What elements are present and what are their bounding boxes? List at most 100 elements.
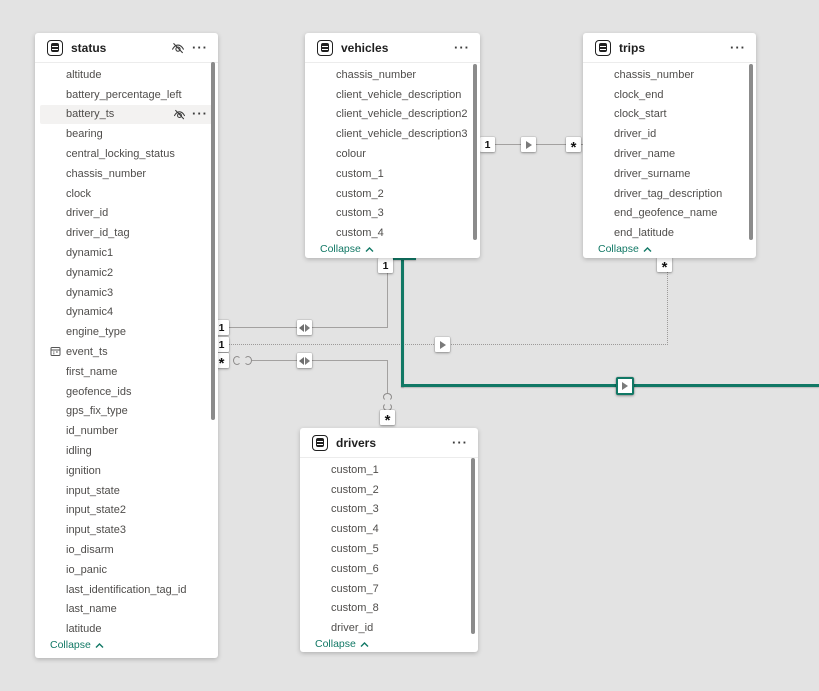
more-options-icon[interactable] [454, 43, 470, 53]
cardinality-many[interactable]: * [380, 410, 395, 428]
field-row-geofence_ids[interactable]: geofence_ids [35, 382, 218, 402]
field-row-latitude[interactable]: latitude [35, 619, 218, 639]
field-row-custom_6[interactable]: custom_6 [300, 559, 478, 579]
collapse-label: Collapse [598, 243, 639, 256]
field-row-driver_surname[interactable]: driver_surname [583, 164, 756, 184]
cardinality-one[interactable]: 1 [378, 258, 393, 273]
table-card-status[interactable]: status altitude battery_percentage_leftba… [35, 33, 218, 658]
field-row-engine_type[interactable]: engine_type [35, 322, 218, 342]
field-row-custom_1[interactable]: custom_1 [305, 164, 480, 184]
field-row-gps_fix_type[interactable]: gps_fix_type [35, 402, 218, 422]
scrollbar[interactable] [749, 64, 753, 240]
field-row-id_number[interactable]: id_number [35, 421, 218, 441]
field-row-driver_id[interactable]: driver_id [35, 204, 218, 224]
eye-slash-icon[interactable] [171, 41, 185, 55]
field-row-battery_percentage_left[interactable]: battery_percentage_left [35, 85, 218, 105]
field-row-custom_5[interactable]: custom_5 [300, 539, 478, 559]
cardinality-many[interactable]: * [657, 257, 672, 275]
field-row-first_name[interactable]: first_name [35, 362, 218, 382]
field-row-dynamic3[interactable]: dynamic3 [35, 283, 218, 303]
field-row-clock[interactable]: clock [35, 184, 218, 204]
more-options-icon[interactable] [452, 438, 468, 448]
field-row-client_vehicle_description[interactable]: client_vehicle_description [305, 85, 480, 105]
cross-filter-single-icon[interactable] [521, 137, 536, 152]
field-row-dynamic2[interactable]: dynamic2 [35, 263, 218, 283]
field-row-dynamic1[interactable]: dynamic1 [35, 243, 218, 263]
cross-filter-single-icon-selected[interactable] [616, 377, 634, 395]
cross-filter-single-icon[interactable] [435, 337, 450, 352]
field-row-last_name[interactable]: last_name [35, 600, 218, 620]
field-row-driver_id_tag[interactable]: driver_id_tag [35, 223, 218, 243]
table-header[interactable]: vehicles [305, 33, 480, 63]
field-row-custom_1[interactable]: custom_1 [300, 460, 478, 480]
field-name: custom_4 [331, 523, 379, 536]
field-row-input_state3[interactable]: input_state3 [35, 520, 218, 540]
table-card-trips[interactable]: trips chassis_numberclock_endclock_start… [583, 33, 756, 258]
scrollbar[interactable] [471, 458, 475, 634]
collapse-link[interactable]: Collapse [305, 243, 480, 262]
cross-filter-both-icon[interactable] [297, 320, 312, 335]
field-row-idling[interactable]: idling [35, 441, 218, 461]
collapse-link[interactable]: Collapse [583, 243, 756, 262]
relationship-line-status-trips-vertical[interactable] [667, 259, 668, 345]
cardinality-many[interactable]: * [566, 137, 581, 155]
field-row-io_panic[interactable]: io_panic [35, 560, 218, 580]
collapse-link[interactable]: Collapse [300, 638, 478, 657]
field-row-input_state2[interactable]: input_state2 [35, 501, 218, 521]
field-row-driver_name[interactable]: driver_name [583, 144, 756, 164]
field-row-chassis_number[interactable]: chassis_number [583, 65, 756, 85]
field-row-altitude[interactable]: altitude [35, 65, 218, 85]
scrollbar[interactable] [473, 64, 477, 240]
field-row-end_latitude[interactable]: end_latitude [583, 223, 756, 243]
collapse-link[interactable]: Collapse [35, 639, 218, 658]
table-card-vehicles[interactable]: vehicles chassis_numberclient_vehicle_de… [305, 33, 480, 258]
field-row-driver_id[interactable]: driver_id [300, 618, 478, 638]
more-options-icon[interactable] [192, 43, 208, 53]
field-row-client_vehicle_description2[interactable]: client_vehicle_description2 [305, 105, 480, 125]
field-row-driver_tag_description[interactable]: driver_tag_description [583, 184, 756, 204]
field-row-custom_7[interactable]: custom_7 [300, 579, 478, 599]
field-row-custom_3[interactable]: custom_3 [305, 204, 480, 224]
field-row-event_ts[interactable]: event_ts [35, 342, 218, 362]
field-row-chassis_number[interactable]: chassis_number [35, 164, 218, 184]
cardinality-one[interactable]: 1 [480, 137, 495, 152]
table-header[interactable]: status [35, 33, 218, 63]
selected-relationship-line-horizontal[interactable] [401, 384, 819, 387]
field-row-chassis_number[interactable]: chassis_number [305, 65, 480, 85]
more-options-icon[interactable] [192, 109, 208, 119]
field-row-end_geofence_name[interactable]: end_geofence_name [583, 204, 756, 224]
table-card-drivers[interactable]: drivers custom_1 custom_2 custom_3 custom_4… [300, 428, 478, 652]
field-row-custom_4[interactable]: custom_4 [300, 519, 478, 539]
scrollbar[interactable] [211, 62, 215, 420]
field-row-driver_id[interactable]: driver_id [583, 124, 756, 144]
field-row-dynamic4[interactable]: dynamic4 [35, 303, 218, 323]
field-row-last_identification_tag_id[interactable]: last_identification_tag_id [35, 580, 218, 600]
field-row-clock_start[interactable]: clock_start [583, 105, 756, 125]
field-row-colour[interactable]: colour [305, 144, 480, 164]
table-header[interactable]: drivers [300, 428, 478, 458]
field-row-battery_ts[interactable]: battery_ts [40, 104, 213, 125]
field-row-ignition[interactable]: ignition [35, 461, 218, 481]
field-row-custom_2[interactable]: custom_2 [300, 480, 478, 500]
field-row-bearing[interactable]: bearing [35, 124, 218, 144]
table-header[interactable]: trips [583, 33, 756, 63]
relationship-line-status-vehicles-vertical[interactable] [387, 259, 388, 328]
field-row-custom_4[interactable]: custom_4 [305, 223, 480, 243]
field-name: altitude [66, 68, 102, 81]
field-row-clock_end[interactable]: clock_end [583, 85, 756, 105]
field-row-custom_3[interactable]: custom_3 [300, 500, 478, 520]
eye-slash-icon[interactable] [173, 108, 186, 121]
relationship-line-status-drivers-vertical[interactable] [387, 360, 388, 393]
cross-filter-both-icon[interactable] [297, 353, 312, 368]
field-row-custom_2[interactable]: custom_2 [305, 184, 480, 204]
more-options-icon[interactable] [730, 43, 746, 53]
relationship-line-status-drivers[interactable] [252, 360, 388, 361]
field-row-io_disarm[interactable]: io_disarm [35, 540, 218, 560]
field-row-custom_8[interactable]: custom_8 [300, 599, 478, 619]
field-row-input_state[interactable]: input_state [35, 481, 218, 501]
selected-relationship-line-vertical[interactable] [401, 258, 404, 387]
field-row-client_vehicle_description3[interactable]: client_vehicle_description3 [305, 124, 480, 144]
field-name: custom_2 [331, 483, 379, 496]
field-row-central_locking_status[interactable]: central_locking_status [35, 144, 218, 164]
